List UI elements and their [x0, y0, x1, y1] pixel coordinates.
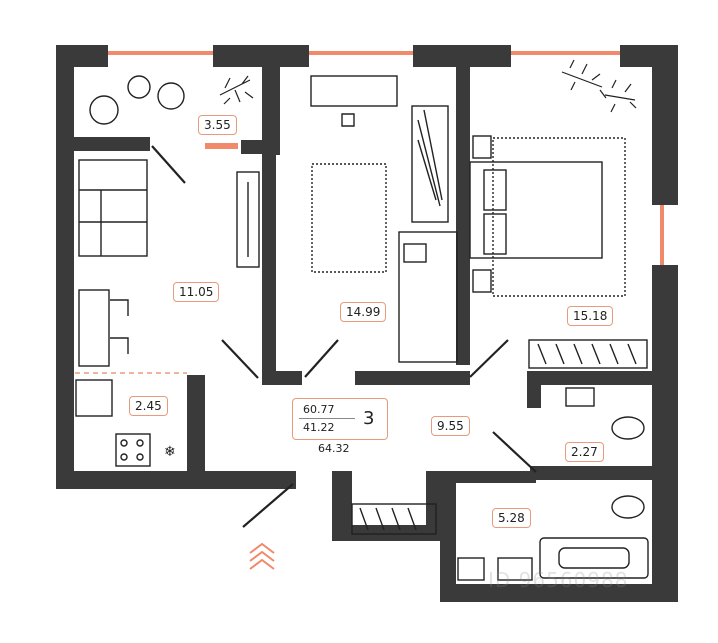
balcony-chair	[89, 95, 119, 125]
doors	[75, 145, 537, 528]
furniture: ❄	[75, 59, 649, 581]
single-bed	[398, 231, 458, 363]
tv-stand	[236, 171, 260, 268]
balcony-table	[127, 75, 151, 99]
washing-machine	[457, 557, 485, 581]
walls	[56, 45, 678, 602]
snowflake-icon: ❄	[164, 444, 176, 460]
plant-icon	[219, 59, 637, 113]
summary-divider	[299, 418, 355, 419]
room-area-bathroom: 5.28	[492, 508, 531, 528]
rug	[311, 163, 387, 273]
rug	[492, 137, 626, 297]
rooms-count: 3	[363, 408, 375, 429]
room-area-bedroom-middle: 14.99	[340, 302, 387, 322]
wc-sink	[565, 387, 595, 407]
apartment-summary: 60.77 41.22 3	[292, 398, 388, 440]
balcony-chair	[157, 82, 185, 110]
apartment-area: 41.22	[303, 421, 335, 434]
windows	[108, 51, 664, 265]
room-area-wc: 2.27	[565, 442, 604, 462]
kitchen-sink	[75, 379, 113, 417]
shoe-cabinet	[351, 503, 437, 535]
sofa	[78, 159, 148, 257]
total-area: 64.32	[318, 442, 350, 455]
wardrobe	[411, 105, 449, 223]
desk	[310, 75, 398, 107]
stove-icon	[115, 433, 151, 467]
room-area-bedroom-master: 15.18	[567, 306, 614, 326]
entrance-chevrons-icon	[249, 542, 275, 570]
toilet	[611, 495, 645, 519]
bathroom-sink	[497, 557, 533, 581]
wardrobe	[528, 339, 648, 369]
dining-table	[78, 289, 110, 367]
bathtub	[539, 537, 649, 579]
room-area-hall: 9.55	[431, 416, 470, 436]
room-area-balcony: 3.55	[198, 115, 237, 135]
room-area-kitchen: 2.45	[129, 396, 168, 416]
watermark: ID 96560988	[488, 568, 629, 592]
living-area: 60.77	[303, 403, 335, 416]
double-bed	[469, 161, 603, 259]
toilet	[611, 416, 645, 440]
room-area-living: 11.05	[173, 282, 220, 302]
